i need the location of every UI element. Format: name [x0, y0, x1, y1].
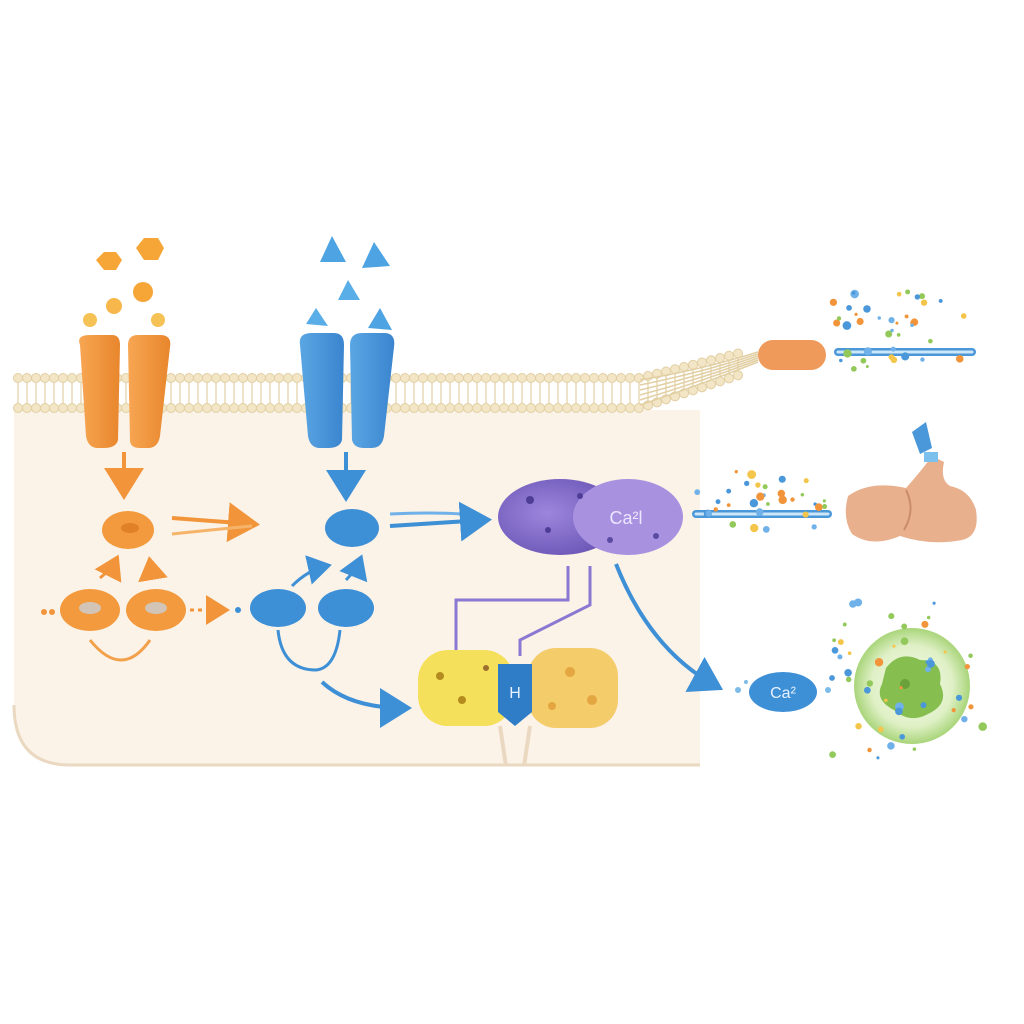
yellow-channel-complex-icon: H: [418, 648, 618, 767]
orange-receptor-icon: [79, 335, 171, 448]
ca-complex-label: Ca²l: [609, 508, 642, 528]
h-label: H: [509, 685, 521, 702]
blue-receptor-icon: [299, 333, 395, 448]
scattered-particles: [694, 289, 987, 760]
ligand-hexagon-icon: [83, 238, 165, 327]
flexed-arm-muscle-icon: [845, 422, 977, 543]
ligand-triangle-icon: [306, 236, 392, 330]
ca-small-label: Ca²: [770, 685, 796, 702]
ca-ion-blob: Ca²: [735, 672, 831, 712]
purple-calcium-complex-icon: Ca²l: [498, 479, 683, 555]
blue-cascade: [250, 501, 492, 728]
orange-cascade: [41, 502, 260, 662]
orange-capsule-icon: [758, 340, 826, 370]
